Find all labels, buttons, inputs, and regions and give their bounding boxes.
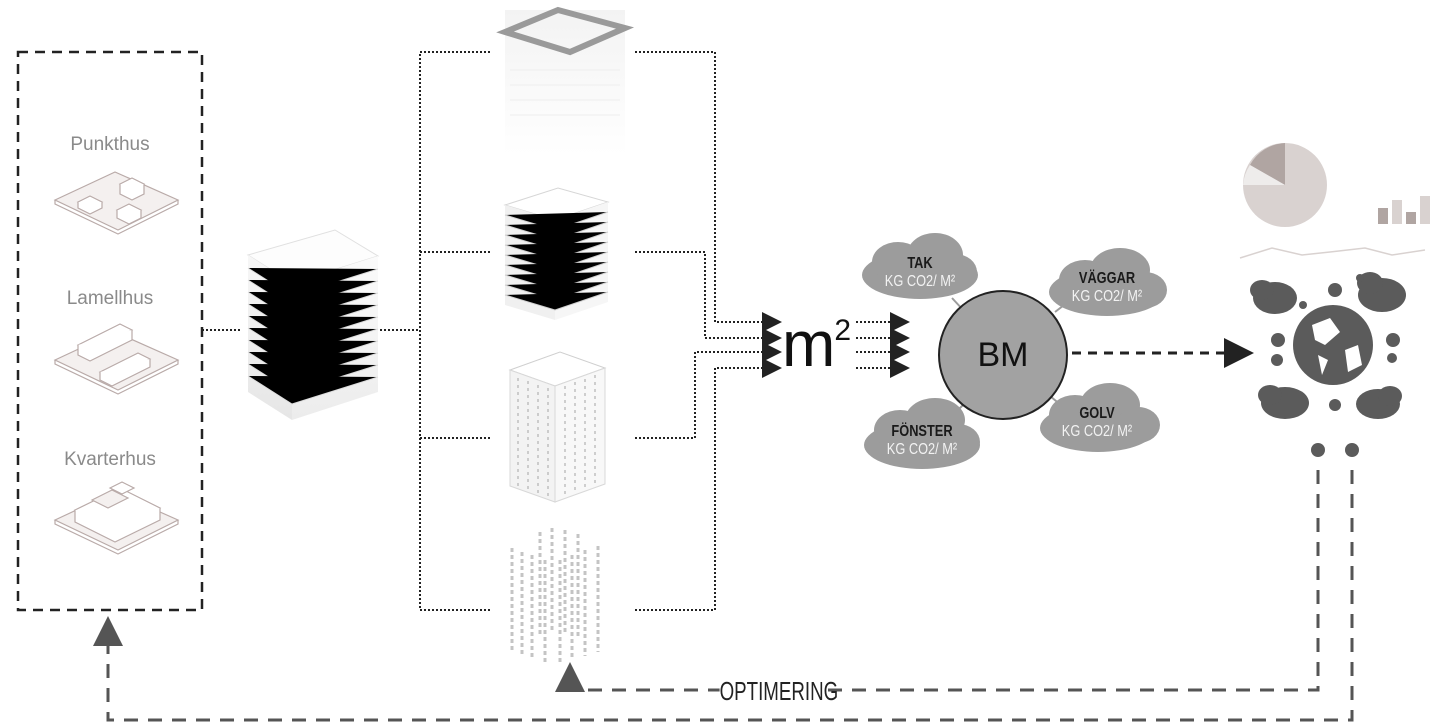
lamellhus-site-icon — [53, 323, 180, 395]
cloud-label-fonster: FÖNSTER KG CO2/ M² — [862, 423, 982, 459]
polluted-globe-icon — [1250, 272, 1406, 457]
cloud-vaggar — [1049, 248, 1167, 316]
category-unit-fonster: KG CO2/ M² — [886, 441, 958, 458]
cloud-tak — [862, 233, 978, 299]
typology-label-lamellhus: Lamellhus — [66, 288, 154, 309]
main-tower — [246, 229, 380, 420]
category-title-fonster: FÖNSTER — [891, 423, 953, 440]
cloud-label-vaggar: VÄGGAR KG CO2/ M² — [1047, 270, 1167, 306]
punkthus-site-icon — [53, 171, 180, 235]
columns-element — [510, 528, 600, 665]
optimization-loop-inner — [555, 470, 1320, 692]
area-unit: m2 — [782, 312, 851, 376]
category-title-golv: GOLV — [1079, 405, 1115, 422]
area-unit-base: m — [782, 308, 835, 380]
roof-element — [496, 6, 635, 155]
typology-label-kvarterhus: Kvarterhus — [64, 449, 156, 470]
walls-element — [508, 351, 607, 503]
cloud-fonster — [864, 398, 980, 469]
category-title-tak: TAK — [907, 255, 933, 272]
cloud-label-golv: GOLV KG CO2/ M² — [1037, 405, 1157, 441]
category-title-vaggar: VÄGGAR — [1078, 270, 1136, 287]
bm-node: BM — [938, 290, 1068, 420]
bm-node-label: BM — [977, 335, 1029, 374]
category-unit-golv: KG CO2/ M² — [1061, 423, 1133, 440]
category-unit-tak: KG CO2/ M² — [884, 273, 956, 290]
input-connectors — [202, 51, 910, 611]
area-unit-exponent: 2 — [834, 314, 851, 347]
cloud-golv — [1040, 383, 1160, 452]
cloud-label-tak: TAK KG CO2/ M² — [860, 255, 980, 291]
optimization-loop-outer — [93, 470, 1354, 722]
category-unit-vaggar: KG CO2/ M² — [1071, 288, 1143, 305]
kvarterhus-site-icon — [53, 481, 180, 555]
floor-slabs-element — [503, 187, 610, 320]
optimization-label: OPTIMERING — [719, 676, 839, 707]
typology-label-punkthus: Punkthus — [70, 134, 150, 155]
faded-charts-icon — [1239, 143, 1430, 259]
